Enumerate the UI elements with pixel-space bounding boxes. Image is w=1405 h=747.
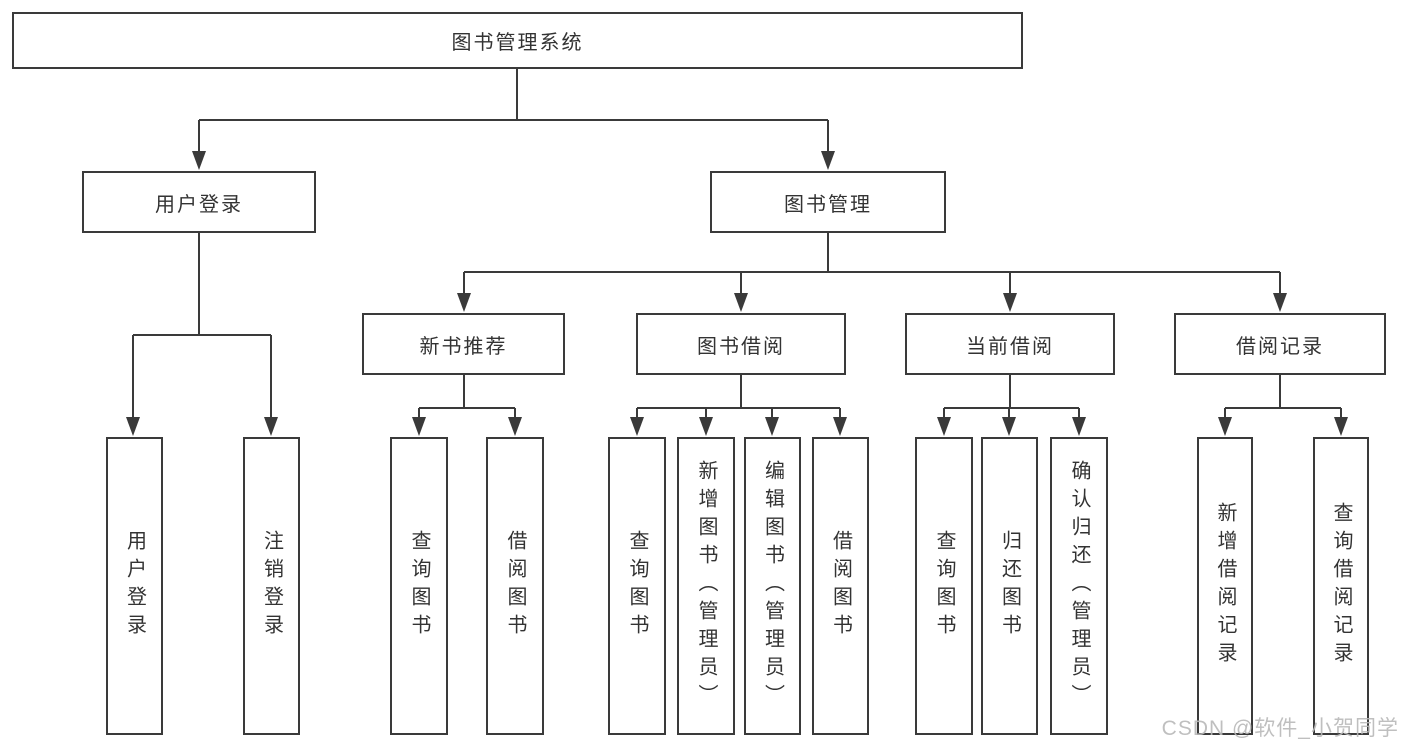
arrowhead-icon — [508, 417, 522, 436]
edge-bookborrow-to-leaves — [636, 375, 841, 419]
edge-newbookrec-to-leaves — [418, 375, 516, 419]
arrowhead-icon — [1218, 417, 1232, 436]
leaf-query-books: 查询图书 — [915, 437, 973, 735]
edge-borrowrecord-to-leaves — [1224, 375, 1342, 419]
arrowhead-icon — [765, 417, 779, 436]
node-book-borrowing: 图书借阅 — [636, 313, 846, 375]
edge-bookmgmt-to-level3 — [463, 233, 1281, 295]
arrowhead-icon — [1072, 417, 1086, 436]
leaf-logout: 注销登录 — [243, 437, 300, 735]
leaf-edit-books-admin: 编辑图书（管理员） — [744, 437, 801, 735]
arrowhead-icon — [192, 151, 206, 170]
arrowhead-icon — [821, 151, 835, 170]
edge-root-to-level2 — [198, 69, 829, 153]
leaf-query-books: 查询图书 — [390, 437, 448, 735]
edge-currentborrow-to-leaves — [943, 375, 1080, 419]
leaf-return-books: 归还图书 — [981, 437, 1038, 735]
arrowhead-icon — [734, 293, 748, 312]
leaf-add-books-admin: 新增图书（管理员） — [677, 437, 735, 735]
node-borrowing-records: 借阅记录 — [1174, 313, 1386, 375]
arrowhead-icon — [1002, 417, 1016, 436]
leaf-confirm-return-admin: 确认归还（管理员） — [1050, 437, 1108, 735]
arrowhead-icon — [264, 417, 278, 436]
leaf-borrow-books: 借阅图书 — [812, 437, 869, 735]
arrowhead-icon — [1334, 417, 1348, 436]
node-book-management: 图书管理 — [710, 171, 946, 233]
csdn-watermark: CSDN @软件_小贺同学 — [1161, 717, 1399, 740]
arrowhead-icon — [630, 417, 644, 436]
arrowhead-icon — [937, 417, 951, 436]
node-current-borrowing: 当前借阅 — [905, 313, 1115, 375]
leaf-query-books: 查询图书 — [608, 437, 666, 735]
node-library-management-system: 图书管理系统 — [12, 12, 1023, 69]
arrowhead-icon — [1273, 293, 1287, 312]
arrowhead-icon — [833, 417, 847, 436]
leaf-borrow-books: 借阅图书 — [486, 437, 544, 735]
node-new-book-recommendation: 新书推荐 — [362, 313, 565, 375]
edge-userlogin-to-leaves — [132, 233, 272, 419]
arrowheads — [126, 151, 1348, 436]
arrowhead-icon — [699, 417, 713, 436]
arrowhead-icon — [457, 293, 471, 312]
leaf-query-borrow-record: 查询借阅记录 — [1313, 437, 1369, 735]
node-user-login: 用户登录 — [82, 171, 316, 233]
leaf-user-login: 用户登录 — [106, 437, 163, 735]
arrowhead-icon — [1003, 293, 1017, 312]
arrowhead-icon — [412, 417, 426, 436]
leaf-add-borrow-record: 新增借阅记录 — [1197, 437, 1253, 735]
arrowhead-icon — [126, 417, 140, 436]
